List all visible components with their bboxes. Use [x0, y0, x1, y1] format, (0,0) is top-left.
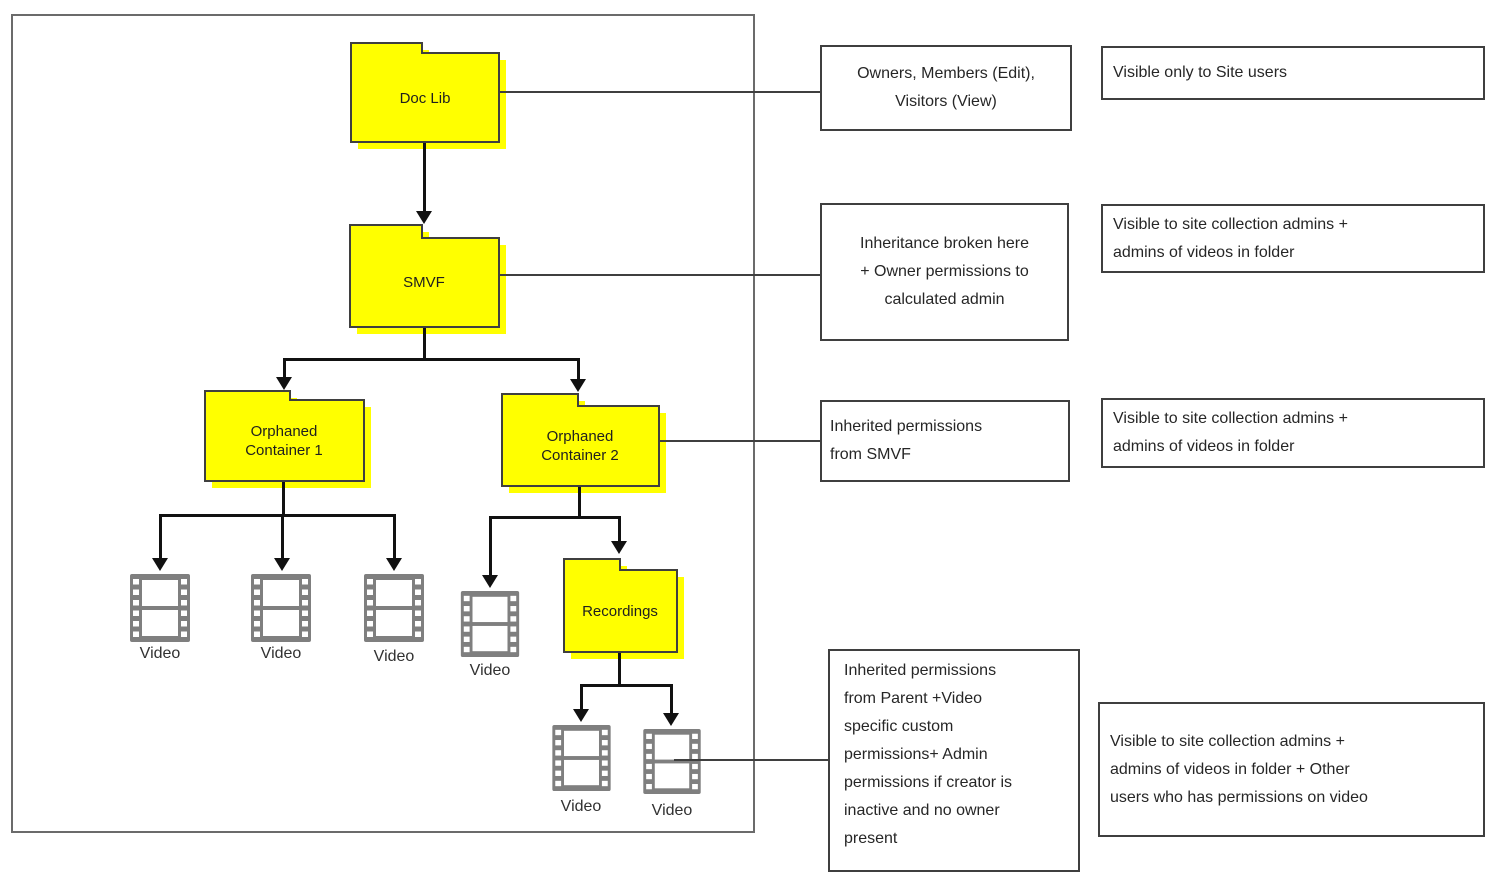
folder-recordings: Recordings: [563, 558, 685, 660]
video-icon: [641, 728, 703, 800]
arrowhead: [573, 709, 589, 722]
connector-to-oc2: [577, 358, 580, 381]
connector-oc1-v2: [281, 514, 284, 560]
note-doc-lib-groups: Owners, Members (Edit), Visitors (View): [820, 45, 1072, 131]
note-text: Visible only to Site users: [1113, 64, 1288, 81]
note-text: Inherited permissions from Parent +Video…: [844, 662, 1013, 847]
note-text: Visible to site collection admins + admi…: [1113, 215, 1348, 261]
arrowhead: [386, 558, 402, 571]
video-icon: [129, 573, 191, 648]
video-label: Video: [651, 802, 693, 819]
arrowhead: [274, 558, 290, 571]
video-label: Video: [260, 645, 302, 662]
callout-line-oc2: [660, 440, 820, 442]
note-video-permissions: Inherited permissions from Parent +Video…: [828, 649, 1080, 872]
arrowhead: [276, 377, 292, 390]
video-label: Video: [560, 798, 602, 815]
note-text: Owners, Members (Edit), Visitors (View): [857, 65, 1035, 110]
connector-rec-v6: [670, 684, 673, 715]
arrowhead: [416, 211, 432, 224]
connector-smvf-stem: [423, 328, 426, 360]
callout-line-smvf: [500, 274, 820, 276]
arrowhead: [570, 379, 586, 392]
folder-icon: [350, 42, 506, 149]
note-oc-visibility: Visible to site collection admins + admi…: [1101, 398, 1485, 468]
note-text: Inherited permissions from SMVF: [830, 418, 983, 463]
arrowhead: [611, 541, 627, 554]
connector-oc2-branch: [489, 516, 621, 519]
folder-icon: [563, 558, 684, 659]
note-doc-lib-visibility: Visible only to Site users: [1101, 46, 1485, 100]
connector-oc1-branch: [159, 514, 396, 517]
video-label: Video: [469, 662, 511, 679]
arrowhead: [482, 575, 498, 588]
folder-orphaned-container-2: Orphaned Container 2: [501, 393, 667, 494]
folder-orphaned-container-1: Orphaned Container 1: [204, 390, 372, 489]
note-video-visibility: Visible to site collection admins + admi…: [1098, 702, 1485, 837]
note-smvf-permissions: Inheritance broken here + Owner permissi…: [820, 203, 1069, 341]
note-oc-permissions: Inherited permissions from SMVF: [820, 400, 1070, 482]
connector-oc2-v4: [489, 516, 492, 577]
connector-oc1-v1: [159, 514, 162, 560]
diagram-border: [11, 14, 755, 833]
folder-icon: [501, 393, 666, 493]
callout-line-video: [674, 759, 828, 761]
note-text: Inheritance broken here + Owner permissi…: [860, 235, 1029, 308]
folder-doc-lib: Doc Lib: [350, 42, 508, 151]
note-smvf-visibility: Visible to site collection admins + admi…: [1101, 204, 1485, 273]
video-icon: [459, 590, 521, 663]
arrowhead: [152, 558, 168, 571]
connector-oc1-v3: [393, 514, 396, 560]
note-text: Visible to site collection admins + admi…: [1110, 732, 1368, 806]
video-icon: [550, 724, 613, 797]
callout-line-doclib: [500, 91, 820, 93]
folder-smvf: SMVF: [349, 224, 507, 335]
arrowhead: [663, 713, 679, 726]
connector-to-oc1: [283, 358, 286, 379]
video-label: Video: [139, 645, 181, 662]
folder-icon: [349, 224, 506, 334]
connector-oc2-stem: [578, 487, 581, 519]
connector-oc1-stem: [282, 482, 285, 517]
note-text: Visible to site collection admins + admi…: [1113, 410, 1348, 455]
connector-rec-v5: [580, 684, 583, 711]
connector-oc2-recordings: [618, 516, 621, 543]
video-icon: [363, 573, 425, 648]
connector-smvf-branch: [283, 358, 580, 361]
connector-recordings-stem: [618, 653, 621, 687]
video-label: Video: [373, 648, 415, 665]
connector-recordings-branch: [580, 684, 672, 687]
video-icon: [250, 573, 312, 648]
connector-doclib-smvf: [423, 143, 426, 213]
folder-icon: [204, 390, 371, 488]
